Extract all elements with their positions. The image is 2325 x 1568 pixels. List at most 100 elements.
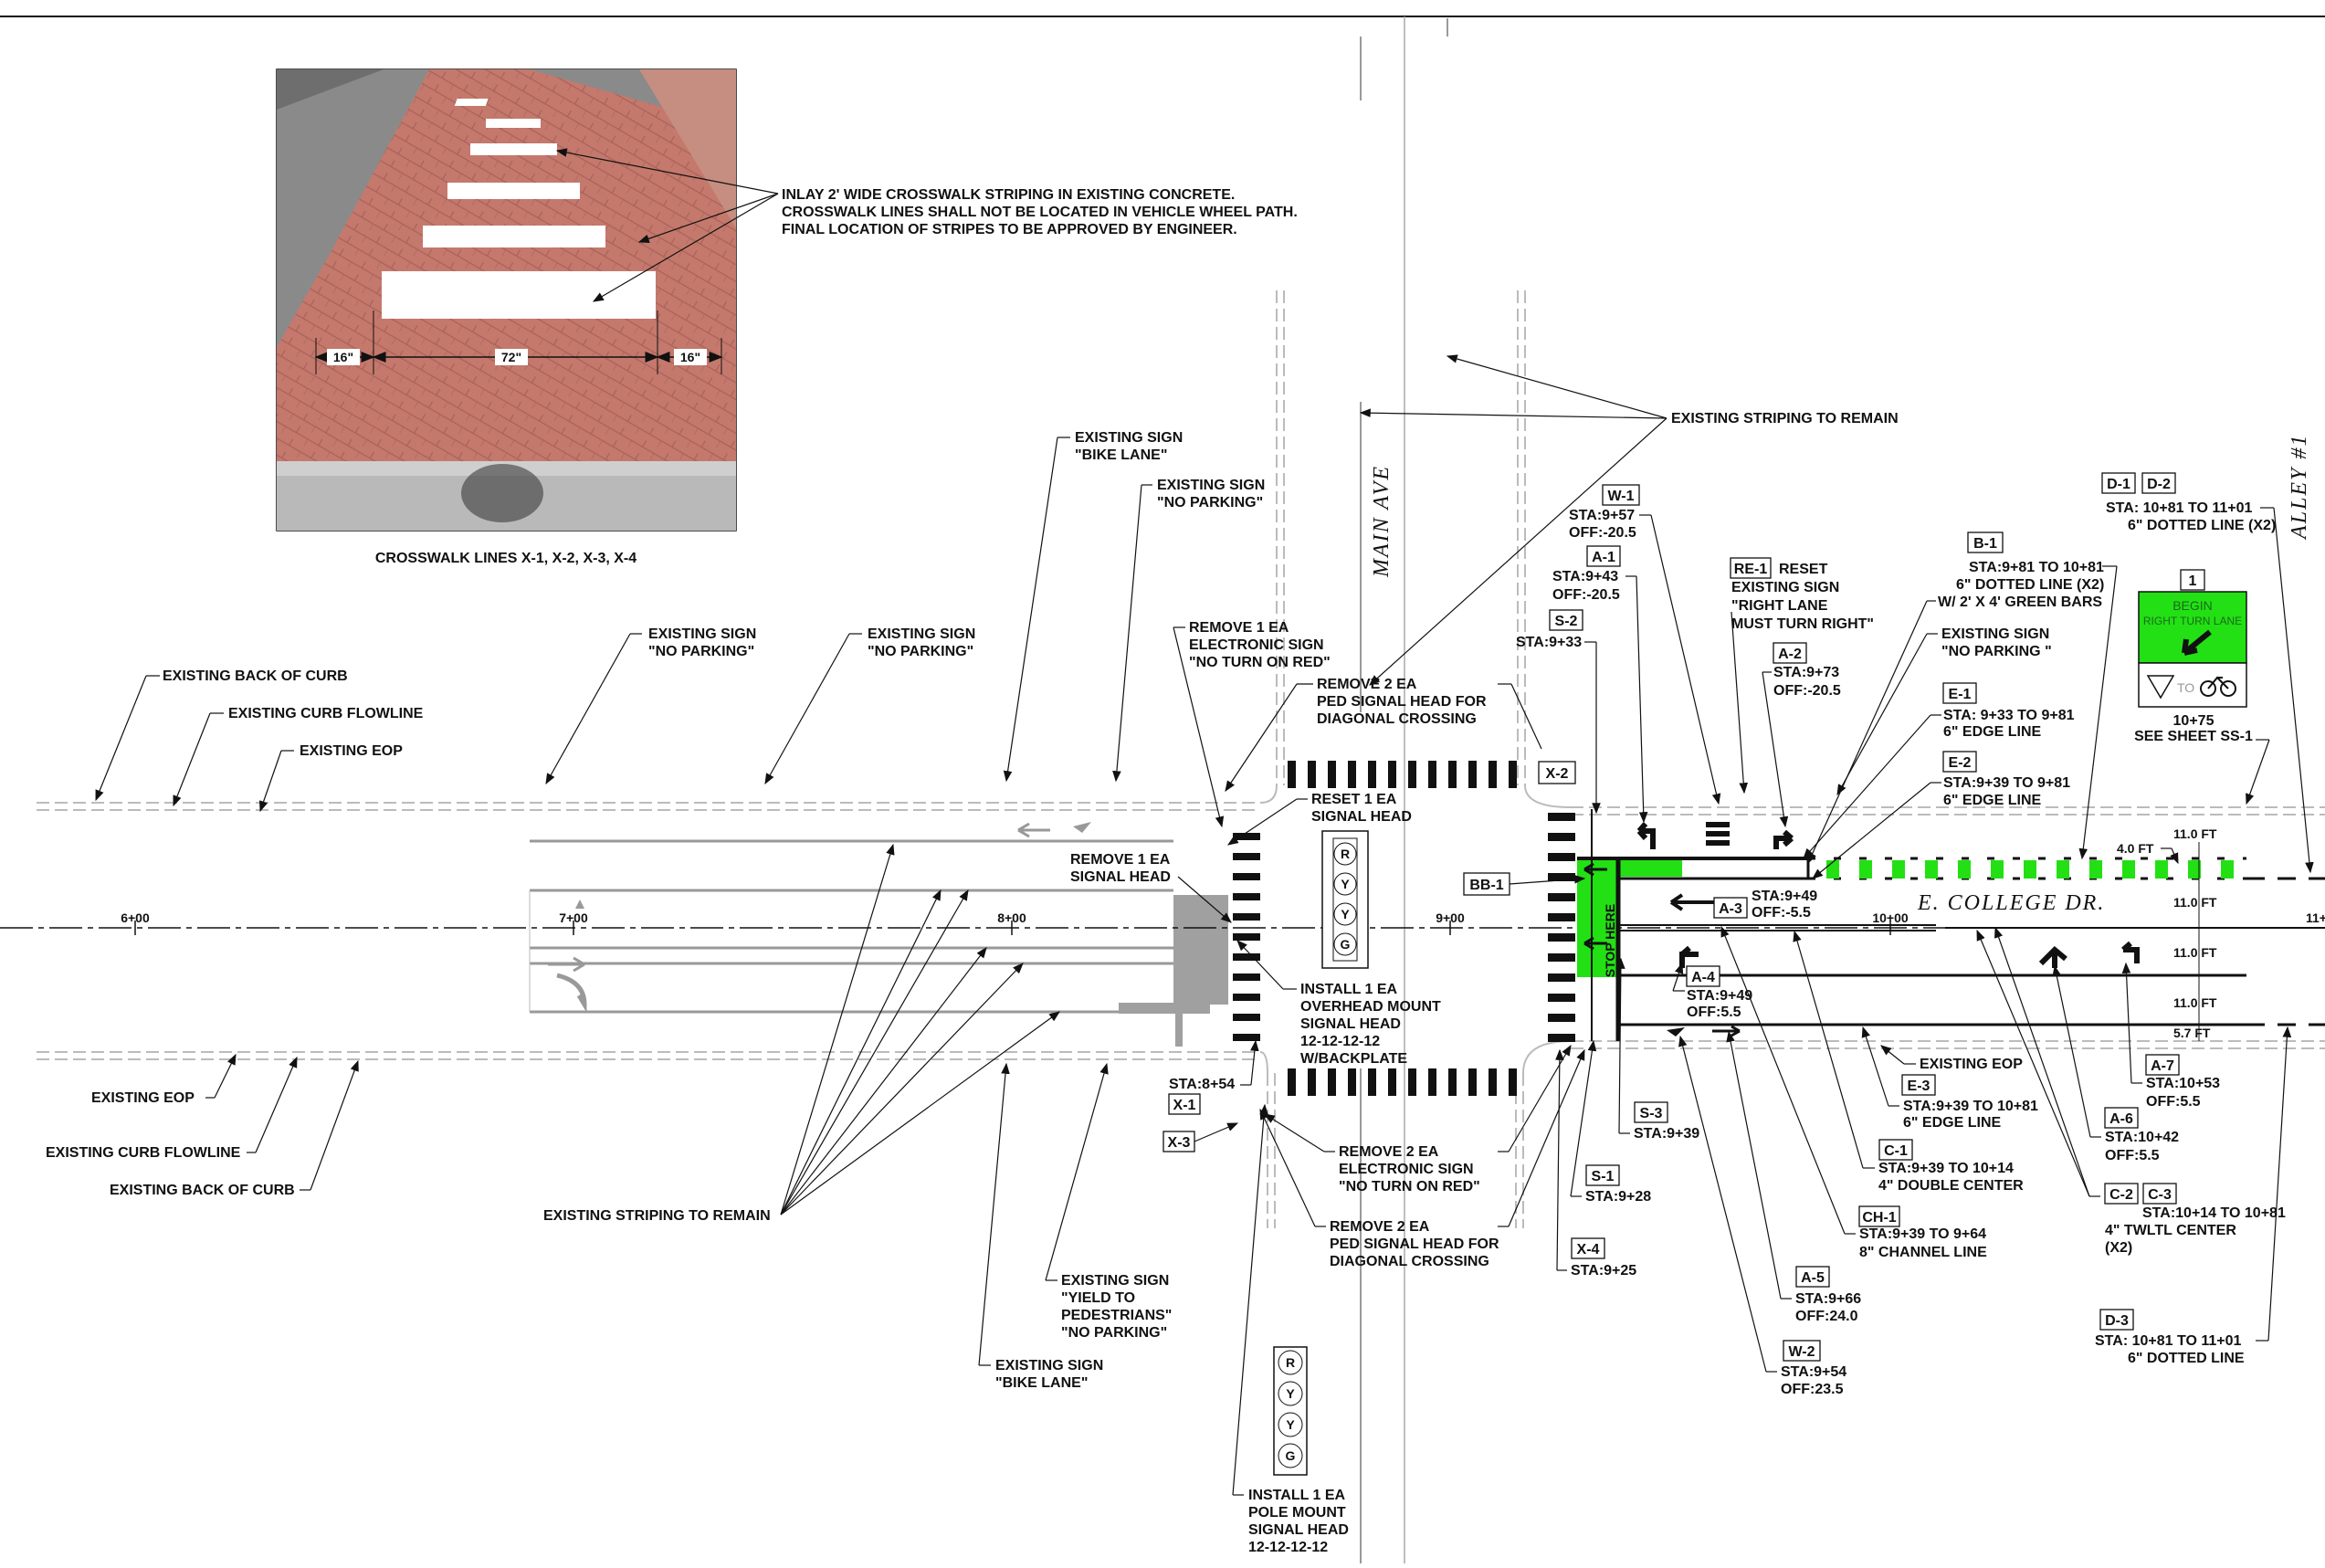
svg-text:6" EDGE LINE: 6" EDGE LINE	[1903, 1115, 2001, 1131]
svg-text:S-1: S-1	[1592, 1169, 1615, 1184]
tag-w2: W-2	[1783, 1340, 1821, 1362]
svg-text:STA:10+53: STA:10+53	[2146, 1076, 2220, 1091]
svg-text:11.0 FT: 11.0 FT	[2173, 826, 2217, 841]
svg-text:STA:8+54: STA:8+54	[1169, 1077, 1235, 1092]
crosswalk-photo: 16" 72" 16"	[276, 68, 737, 531]
svg-text:OFF:23.5: OFF:23.5	[1781, 1382, 1844, 1397]
begin-right-turn-lane-sign: BEGIN RIGHT TURN LANE TO	[2138, 591, 2247, 708]
crosswalk-stripe	[447, 183, 580, 199]
svg-text:BEGIN: BEGIN	[2172, 598, 2213, 613]
svg-text:12-12-12-12: 12-12-12-12	[1300, 1034, 1380, 1049]
svg-text:STA:9+39 TO 9+64: STA:9+39 TO 9+64	[1859, 1226, 1986, 1242]
svg-text:X-2: X-2	[1546, 766, 1569, 782]
svg-text:OFF:5.5: OFF:5.5	[2105, 1148, 2160, 1163]
svg-text:EXISTING BACK OF CURB: EXISTING BACK OF CURB	[110, 1183, 295, 1198]
tag-a1: A-1	[1586, 545, 1621, 567]
green-bars	[1826, 860, 2234, 879]
tag-x2: X-2	[1538, 761, 1576, 784]
svg-text:STA: 10+81 TO 11+01: STA: 10+81 TO 11+01	[2095, 1333, 2242, 1349]
svg-text:EXISTING STRIPING TO REMAIN: EXISTING STRIPING TO REMAIN	[1671, 411, 1899, 426]
svg-text:R: R	[1341, 847, 1350, 861]
svg-text:INLAY 2' WIDE CROSSWALK STRIPI: INLAY 2' WIDE CROSSWALK STRIPING IN EXIS…	[782, 187, 1235, 203]
roadway	[37, 16, 2325, 1563]
svg-text:SIGNAL HEAD: SIGNAL HEAD	[1300, 1016, 1401, 1032]
svg-text:SIGNAL HEAD: SIGNAL HEAD	[1248, 1522, 1349, 1538]
svg-text:"RIGHT LANE: "RIGHT LANE	[1731, 598, 1828, 614]
svg-text:W-2: W-2	[1788, 1344, 1815, 1360]
stop-here-marking: STOP HERE	[1603, 904, 1617, 977]
tag-d1: D-1	[2101, 472, 2136, 494]
svg-text:STA:9+43: STA:9+43	[1552, 569, 1618, 584]
svg-text:REMOVE 2 EA: REMOVE 2 EA	[1317, 677, 1417, 692]
svg-text:Y: Y	[1341, 877, 1350, 891]
svg-text:BB-1: BB-1	[1469, 878, 1503, 893]
svg-text:STA: 10+81 TO 11+01: STA: 10+81 TO 11+01	[2106, 500, 2253, 516]
svg-text:C-2: C-2	[2109, 1187, 2133, 1203]
svg-text:A-3: A-3	[1719, 901, 1742, 917]
pole-signal-head: R Y Y G	[1273, 1346, 1308, 1476]
proposed-striping: STOP HERE	[1577, 809, 2325, 1041]
svg-text:STA:10+14 TO 10+81: STA:10+14 TO 10+81	[2142, 1205, 2286, 1221]
svg-text:EXISTING SIGN: EXISTING SIGN	[868, 626, 975, 642]
svg-text:X-4: X-4	[1577, 1242, 1600, 1258]
svg-text:Y: Y	[1286, 1417, 1295, 1432]
tag-a7: A-7	[2145, 1054, 2180, 1076]
svg-text:INSTALL 1 EA: INSTALL 1 EA	[1300, 982, 1398, 997]
station-800: 8+00	[997, 910, 1026, 925]
inlay-note: INLAY 2' WIDE CROSSWALK STRIPING IN EXIS…	[555, 148, 1298, 302]
svg-text:W/BACKPLATE: W/BACKPLATE	[1300, 1051, 1407, 1067]
svg-text:"NO PARKING": "NO PARKING"	[648, 644, 754, 659]
svg-text:OFF:-20.5: OFF:-20.5	[1552, 587, 1620, 603]
svg-text:ELECTRONIC SIGN: ELECTRONIC SIGN	[1339, 1162, 1474, 1177]
svg-text:STA:9+28: STA:9+28	[1585, 1189, 1651, 1205]
tag-bb1: BB-1	[1463, 872, 1510, 896]
svg-text:"NO PARKING": "NO PARKING"	[868, 644, 973, 659]
svg-text:A-6: A-6	[2109, 1111, 2133, 1127]
svg-text:ELECTRONIC SIGN: ELECTRONIC SIGN	[1189, 637, 1324, 653]
svg-text:STA:9+54: STA:9+54	[1781, 1364, 1846, 1380]
svg-text:OFF:5.5: OFF:5.5	[1687, 1005, 1741, 1020]
svg-text:D-3: D-3	[2105, 1313, 2129, 1329]
crosswalk-stripe	[382, 271, 656, 319]
svg-text:Y: Y	[1341, 907, 1350, 921]
callouts-left: EXISTING BACK OF CURB EXISTING CURB FLOW…	[46, 430, 1585, 1555]
crosswalk-stripe	[454, 99, 489, 106]
svg-text:EXISTING EOP: EXISTING EOP	[91, 1090, 195, 1106]
tag-s1: S-1	[1585, 1164, 1620, 1186]
tag-x1: X-1	[1168, 1093, 1201, 1115]
street-name-alley: ALLEY #1	[2288, 434, 2311, 541]
svg-text:STA:10+42: STA:10+42	[2105, 1130, 2179, 1145]
svg-text:A-7: A-7	[2151, 1058, 2174, 1074]
crosswalk-west	[1233, 833, 1260, 1041]
svg-text:STA:9+81 TO 10+81: STA:9+81 TO 10+81	[1969, 560, 2104, 575]
svg-text:CH-1: CH-1	[1862, 1210, 1896, 1226]
svg-text:STA:9+39 TO 10+81: STA:9+39 TO 10+81	[1903, 1099, 2038, 1114]
svg-text:POLE MOUNT: POLE MOUNT	[1248, 1505, 1346, 1521]
svg-text:8" CHANNEL LINE: 8" CHANNEL LINE	[1859, 1245, 1987, 1260]
svg-text:R: R	[1286, 1355, 1295, 1370]
svg-text:"NO TURN ON RED": "NO TURN ON RED"	[1339, 1179, 1480, 1194]
crosswalk-stripe	[423, 226, 605, 247]
svg-text:REMOVE 1 EA: REMOVE 1 EA	[1070, 852, 1171, 868]
svg-text:FINAL LOCATION OF STRIPES TO B: FINAL LOCATION OF STRIPES TO BE APPROVED…	[782, 222, 1237, 237]
tag-a6: A-6	[2104, 1107, 2139, 1129]
svg-text:STA:9+25: STA:9+25	[1571, 1263, 1636, 1279]
svg-text:DIAGONAL CROSSING: DIAGONAL CROSSING	[1317, 711, 1477, 727]
svg-text:A-1: A-1	[1592, 550, 1615, 565]
tag-x4: X-4	[1571, 1237, 1605, 1259]
centerline: 6+00 7+00 8+00 9+00 10+00 11+	[0, 910, 2325, 935]
tag-d3: D-3	[2099, 1309, 2134, 1331]
svg-text:"BIKE LANE": "BIKE LANE"	[995, 1375, 1088, 1391]
svg-text:REMOVE 2 EA: REMOVE 2 EA	[1339, 1144, 1439, 1160]
svg-text:EXISTING EOP: EXISTING EOP	[1920, 1057, 2023, 1072]
crosswalk-south	[1288, 1068, 1517, 1096]
svg-text:STA:9+39 TO 10+14: STA:9+39 TO 10+14	[1878, 1161, 2014, 1176]
lane-widths: 11.0 FT 11.0 FT 11.0 FT 11.0 FT 5.7 FT 4…	[2117, 826, 2217, 1041]
svg-text:D-1: D-1	[2107, 477, 2130, 492]
svg-text:PED SIGNAL HEAD FOR: PED SIGNAL HEAD FOR	[1330, 1237, 1499, 1252]
svg-text:EXISTING SIGN: EXISTING SIGN	[1061, 1273, 1169, 1289]
crosswalk-stripe	[470, 143, 557, 155]
svg-text:5.7 FT: 5.7 FT	[2173, 1026, 2211, 1040]
svg-text:"YIELD TO: "YIELD TO	[1061, 1290, 1135, 1306]
